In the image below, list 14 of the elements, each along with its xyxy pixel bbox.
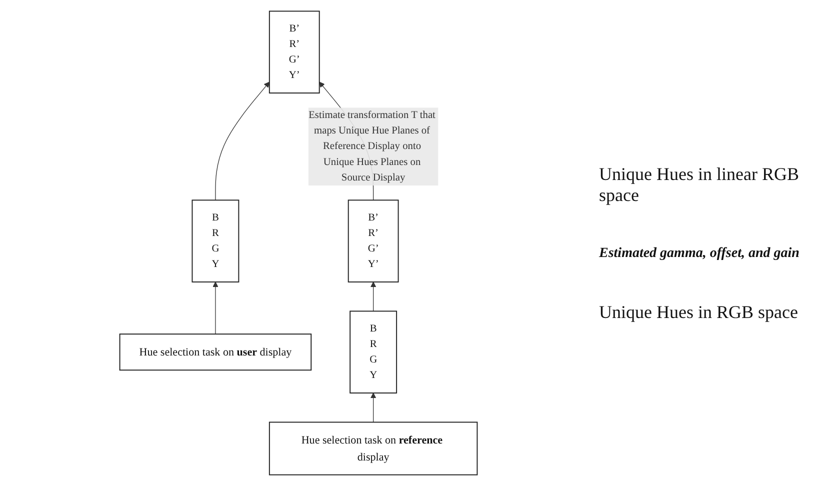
node-box: B’ R’ G’ Y’ bbox=[268, 10, 320, 94]
node-box: Hue selection task on user display bbox=[119, 334, 312, 371]
row-caption: Unique Hues in RGB space bbox=[599, 302, 799, 322]
arrow bbox=[215, 82, 270, 200]
arrow bbox=[370, 282, 376, 312]
arrow bbox=[370, 392, 376, 423]
node-box: B R G Y bbox=[350, 310, 398, 394]
node-box: Hue selection task on reference display bbox=[268, 422, 478, 476]
arrow bbox=[212, 282, 218, 334]
node-box: B R G Y bbox=[192, 200, 240, 282]
edge-label: Estimate transformation T that maps Unique Hue Planes of Reference Display onto Unique Hues Planes on Source Display bbox=[308, 110, 436, 183]
node-box: B’ R’ G’ Y’ bbox=[348, 200, 399, 282]
row-caption: Unique Hues in linear RGB space bbox=[599, 164, 800, 206]
step-note: Estimated gamma, offset, and gain bbox=[599, 246, 800, 262]
